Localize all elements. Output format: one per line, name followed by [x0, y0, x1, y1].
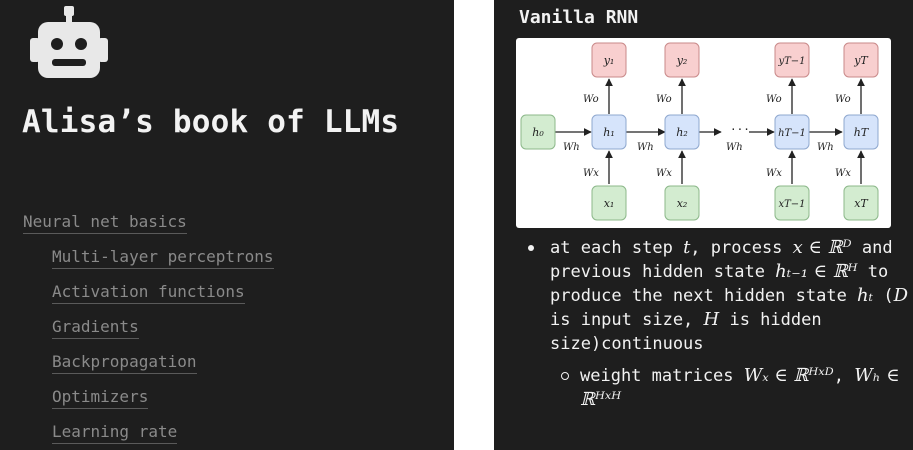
sidebar: Alisa’s book of LLMs Neural net basics M… [0, 0, 454, 450]
rnn-diagram-svg: y₁ y₂ yT−1 yT h₀ h₁ h₂ hT−1 hT [520, 42, 879, 221]
nav-item-gradients[interactable]: Gradients [52, 317, 139, 339]
input-label-x2: x₂ [677, 197, 688, 210]
hidden-node [591, 114, 627, 150]
output-label-y2: y₂ [676, 54, 688, 67]
input-node [591, 185, 627, 221]
hidden-node [774, 114, 810, 150]
edge-label-wx: Wx [656, 168, 672, 179]
edge-label-wo: Wo [766, 94, 782, 105]
hidden-node-h0 [520, 114, 556, 150]
bullet-text: , process [690, 238, 793, 258]
site-title[interactable]: Alisa’s book of LLMs [22, 104, 400, 140]
input-label-x1: x₁ [604, 197, 615, 210]
bullet-text: weight matrices [580, 366, 744, 386]
edge-label-wh: Wh [563, 142, 580, 153]
output-node [591, 42, 627, 78]
output-label-yT-1: yT−1 [777, 56, 805, 67]
bullet-text: at each step [550, 238, 684, 258]
edge-label-wx: Wx [583, 168, 599, 179]
edge-labels: Wo Wo Wo Wo Wh Wh Wh Wh Wx Wx Wx Wx ... [563, 94, 851, 179]
bullet-item: at each step t, process x ∈ ℝᴰ and previ… [524, 236, 909, 356]
bullet-text: ( [873, 286, 894, 306]
bullet-text: , [833, 366, 855, 386]
output-label-y1: y₁ [603, 54, 615, 67]
bullet-text: is hidden size)continuous [550, 310, 822, 354]
input-label-xT: xT [854, 197, 869, 210]
rnn-diagram: y₁ y₂ yT−1 yT h₀ h₁ h₂ hT−1 hT [516, 38, 891, 228]
hidden-node [664, 114, 700, 150]
math-x-in-RD: x ∈ ℝᴰ [792, 237, 852, 258]
edge-label-wh: Wh [637, 142, 654, 153]
pane-divider [454, 0, 494, 450]
input-node [664, 185, 700, 221]
sub-bullet-item: weight matrices Wₓ ∈ ℝᴴˣᴰ, Wₕ ∈ ℝᴴˣᴴ [524, 364, 909, 412]
input-nodes: x₁ x₂ xT−1 xT [591, 185, 879, 221]
nav-item-optimizers[interactable]: Optimizers [52, 387, 149, 409]
edge-label-wx: Wx [835, 168, 851, 179]
output-label-yT: yT [853, 54, 869, 67]
edge-label-wx: Wx [766, 168, 782, 179]
math-D: D [893, 285, 908, 306]
hidden-label-h1: h₁ [603, 126, 615, 139]
math-t: t [683, 237, 691, 258]
output-node [774, 42, 810, 78]
math-Wx: Wₓ ∈ ℝᴴˣᴰ [743, 365, 834, 386]
page-title: Vanilla RNN [519, 7, 639, 28]
hidden-label-hT: hT [854, 126, 870, 139]
hidden-label-h0: h₀ [532, 126, 544, 139]
input-label-xT-1: xT−1 [778, 199, 805, 210]
input-node [843, 185, 879, 221]
nav-item-activation-functions[interactable]: Activation functions [52, 282, 245, 304]
robot-icon[interactable] [30, 6, 108, 80]
hollow-bullet-icon [561, 372, 569, 380]
edge-label-wh: Wh [726, 142, 743, 153]
bullet-list: at each step t, process x ∈ ℝᴰ and previ… [524, 236, 909, 412]
output-node [664, 42, 700, 78]
nav-section-neural-net-basics[interactable]: Neural net basics [23, 212, 187, 234]
output-nodes: y₁ y₂ yT−1 yT [591, 42, 879, 78]
math-H: H [703, 309, 720, 330]
ellipsis-label: ... [730, 120, 750, 133]
bullet-text: to produce the next hidden state [550, 262, 889, 306]
hidden-label-h2: h₂ [676, 126, 688, 139]
edge-label-wo: Wo [835, 94, 851, 105]
math-h-prev: hₜ₋₁ ∈ ℝᴴ [775, 261, 858, 282]
nav-item-learning-rate[interactable]: Learning rate [52, 422, 178, 444]
bullet-text: is input size, [550, 310, 704, 330]
bullet-text: and previous hidden state [550, 238, 893, 282]
hidden-node [843, 114, 879, 150]
nav-item-multi-layer-perceptrons[interactable]: Multi-layer perceptrons [52, 247, 274, 269]
diagram-arrows [555, 78, 865, 184]
edge-label-wo: Wo [656, 94, 672, 105]
nav-item-backpropagation[interactable]: Backpropagation [52, 352, 197, 374]
input-node [774, 185, 810, 221]
output-node [843, 42, 879, 78]
edge-label-wo: Wo [583, 94, 599, 105]
math-h-t: hₜ [857, 285, 874, 306]
hidden-nodes: h₀ h₁ h₂ hT−1 hT [520, 114, 879, 150]
math-Wh: Wₕ ∈ ℝᴴˣᴴ [580, 365, 900, 410]
bullet-dot-icon [528, 245, 534, 251]
hidden-label-hT-1: hT−1 [778, 128, 806, 139]
main-content: Vanilla RNN [494, 0, 913, 450]
edge-label-wh: Wh [817, 142, 834, 153]
